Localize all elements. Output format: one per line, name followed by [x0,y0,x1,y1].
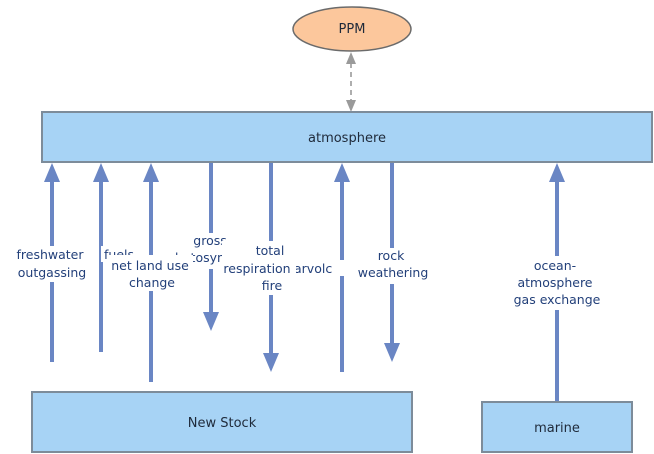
label-ocean-atmosphere-gas-exchange-line-1: ocean- [534,258,576,273]
label-total-respiration-fire-line-3: fire [262,278,283,293]
label-rock-weathering-line-1: rock [378,248,405,263]
label-freshwater-outgassing: freshwater outgassing [14,246,90,282]
svg-text:rock weathering: rock weathering [358,248,429,280]
svg-text:arvolc: arvolc [294,261,332,276]
label-volcanoes: arvolc [292,260,356,276]
marine-label: marine [534,421,580,436]
label-freshwater-outgassing-line-1: freshwater [17,247,85,262]
new-stock-node[interactable]: New Stock [31,391,413,453]
label-total-respiration-fire-line-1: total [256,243,285,258]
atmosphere-label: atmosphere [308,131,386,146]
label-net-land-use-change-line-2: change [129,275,175,290]
label-rock-weathering-line-2: weathering [358,265,429,280]
ppm-label: PPM [339,22,366,37]
label-gross-photosynthesis-line-1: gross [193,233,226,248]
ppm-node[interactable]: PPM [292,6,412,52]
label-net-land-use-change-line-1: net land use [111,258,189,273]
svg-text:freshwater outgassing: freshwater outgassing [17,247,88,280]
new-stock-label: New Stock [188,416,257,431]
label-net-land-use-change: net land use change [109,255,193,291]
label-total-respiration-fire: total respiration fire [222,241,296,295]
label-freshwater-outgassing-line-2: outgassing [18,265,86,280]
svg-text:ocean- atmosphere: ocean- atmosphere gas exchange [514,258,601,307]
label-ocean-atmosphere-gas-exchange-line-3: gas exchange [514,292,601,307]
label-total-respiration-fire-line-2: respiration [223,261,290,276]
svg-text:net land use change: net land use change [111,258,193,290]
label-ocean-atmosphere-gas-exchange-line-2: atmosphere [518,275,593,290]
atmosphere-stock[interactable]: atmosphere [41,111,653,163]
label-ocean-atmosphere-gas-exchange: ocean- atmosphere gas exchange [512,256,602,310]
label-volcanoes-line-1: arvolc [294,261,332,276]
ppm-atmosphere-link [346,52,356,112]
marine-node[interactable]: marine [481,401,633,453]
flow-fuels[interactable] [93,163,109,352]
svg-text:total respiration: total respiration fire [223,243,294,293]
label-rock-weathering: rock weathering [356,248,430,284]
